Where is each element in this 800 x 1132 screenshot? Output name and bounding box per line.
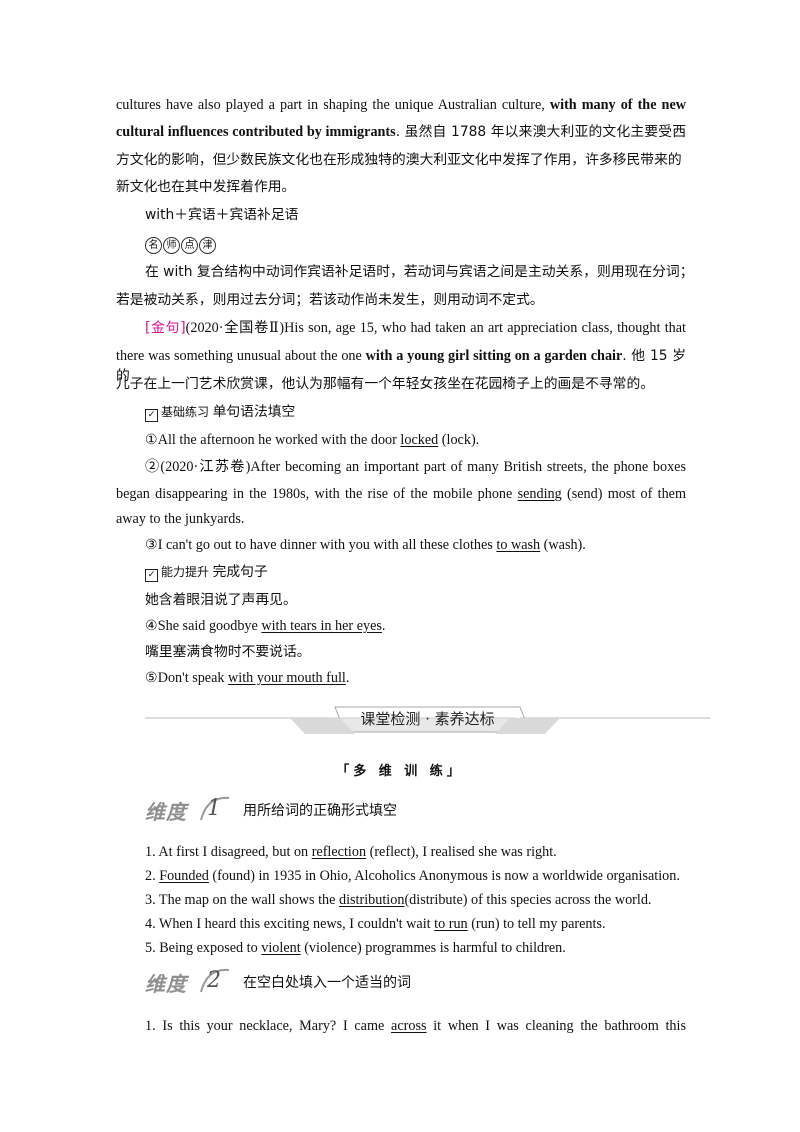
banner-title: 课堂检测 · 素养达标 [360, 710, 495, 728]
checkbox-icon: ✓ [145, 409, 158, 422]
text-run: (lock). [438, 432, 480, 448]
grammar-pattern: with＋宾语＋宾语补足语 [145, 207, 299, 223]
bold-text: with many of the new [549, 97, 686, 113]
mingshi-dianjin-label: 名师点津 [145, 234, 217, 254]
exercise-item: 1. At first I disagreed, but on reflecti… [145, 842, 557, 862]
text-run: cultures have also played a part in shap… [116, 97, 550, 113]
exercise-item: 3. The map on the wall shows the distrib… [145, 890, 651, 910]
answer-blank: sending [517, 486, 562, 502]
answer-blank: locked [400, 432, 439, 448]
text-run: (run) to tell my parents. [467, 916, 606, 932]
text-run: . [381, 618, 386, 634]
text-run: began disappearing in the 1980s, with th… [116, 486, 518, 502]
ability-header: ✓能力提升 完成句子 [145, 562, 268, 582]
section-tag: 能力提升 [161, 565, 210, 579]
text-run: ②(2020·江苏卷)After becoming an important p… [145, 459, 686, 475]
circled-char: 津 [199, 237, 216, 254]
dimension-swoosh-icon [200, 796, 230, 821]
text-run: 3. The map on the wall shows the [145, 892, 339, 908]
answer-blank: with tears in her eyes [261, 618, 382, 634]
text-run: 4. When I heard this exciting news, I co… [145, 916, 435, 932]
exercise-item: 2. Founded (found) in 1935 in Ohio, Alco… [145, 866, 680, 886]
chinese-prompt: 她含着眼泪说了声再见。 [145, 592, 297, 608]
answer-blank: Founded [159, 868, 209, 884]
circled-char: 师 [163, 237, 180, 254]
checkbox-icon: ✓ [145, 569, 158, 582]
golden-sentence-line: there was something unusual about the on… [116, 346, 686, 386]
text-run: 2. [145, 868, 160, 884]
dimension-2-header: 维度 2 在空白处填入一个适当的词 [145, 966, 465, 998]
circled-char: 点 [181, 237, 198, 254]
answer-blank: violent [261, 940, 301, 956]
text-run: 5. Being exposed to [145, 940, 262, 956]
dimension-label: 用所给词的正确形式填空 [243, 803, 397, 819]
paragraph-line: 新文化也在其中发挥着作用。 [116, 179, 296, 195]
bold-text: cultural influences contributed by immig… [116, 124, 396, 140]
chinese-prompt: 嘴里塞满食物时不要说话。 [145, 644, 311, 660]
section-title: 单句语法填空 [212, 404, 296, 420]
text-run: there was something unusual about the on… [116, 348, 366, 364]
answer-blank: with your mouth full [228, 670, 346, 686]
dimension-number: 2 [207, 968, 221, 993]
exercise-item: ④She said goodbye with tears in her eyes… [145, 616, 385, 636]
rule-line: 在 with 复合结构中动词作宾语补足语时，若动词与宾语之间是主动关系，则用现在… [145, 264, 694, 280]
exercise-item: began disappearing in the 1980s, with th… [116, 484, 686, 504]
section-banner: 课堂检测 · 素养达标 [140, 704, 715, 738]
golden-sentence-translation: 儿子在上一门艺术欣赏课，他认为那幅有一个年轻女孩坐在花园椅子上的画是不寻常的。 [116, 376, 655, 392]
basic-practice-header: ✓基础练习 单句语法填空 [145, 402, 295, 422]
section-title: 完成句子 [212, 564, 268, 580]
text-run: (distribute) of this species across the … [404, 892, 652, 908]
text-run: (2020·全国卷Ⅱ)His son, age 15, who had take… [185, 320, 686, 336]
answer-blank: across [391, 1018, 427, 1034]
text-run: (wash). [540, 537, 586, 553]
answer-blank: to wash [496, 537, 541, 553]
dimension-word: 维度 [145, 972, 187, 996]
text-run: ⑤Don't speak [145, 670, 229, 686]
exercise-item: 4. When I heard this exciting news, I co… [145, 914, 606, 934]
dimension-swoosh-icon [200, 968, 230, 993]
paragraph-line: cultures have also played a part in shap… [116, 95, 686, 115]
text-run: 1. At first I disagreed, but on [145, 844, 312, 860]
answer-blank: to run [434, 916, 468, 932]
dimension-word: 维度 [145, 800, 187, 824]
multi-dimension-heading: 「多 维 训 练」 [336, 764, 464, 779]
dimension-label: 在空白处填入一个适当的词 [243, 975, 411, 991]
exercise-item: ②(2020·江苏卷)After becoming an important p… [145, 457, 686, 477]
text-run: (violence) programmes is harmful to chil… [300, 940, 566, 956]
text-run: . [345, 670, 350, 686]
circled-char: 名 [145, 237, 162, 254]
dimension-1-header: 维度 1 用所给词的正确形式填空 [145, 794, 445, 826]
section-tag: 基础练习 [161, 405, 210, 419]
text-run: ④She said goodbye [145, 618, 262, 634]
paragraph-line: cultural influences contributed by immig… [116, 122, 686, 142]
exercise-item: away to the junkyards. [116, 511, 245, 527]
text-run: . 他 15 岁的 [116, 348, 686, 384]
exercise-item: 5. Being exposed to violent (violence) p… [145, 938, 566, 958]
golden-sentence-line: [金句](2020·全国卷Ⅱ)His son, age 15, who had … [145, 318, 686, 338]
exercise-item: 1. Is this your necklace, Mary? I came a… [145, 1016, 686, 1036]
text-run: (reflect), I realised she was right. [366, 844, 557, 860]
text-run: 1. Is this your necklace, Mary? I came [145, 1018, 392, 1034]
text-run: (found) in 1935 in Ohio, Alcoholics Anon… [208, 868, 680, 884]
answer-blank: distribution [339, 892, 405, 908]
text-run: it when I was cleaning the bathroom this [426, 1018, 686, 1034]
text-run: ①All the afternoon he worked with the do… [145, 432, 401, 448]
exercise-item: ③I can't go out to have dinner with you … [145, 535, 586, 555]
text-run: . 虽然自 1788 年以来澳大利亚的文化主要受西 [395, 124, 686, 140]
golden-sentence-tag: [金句] [145, 320, 186, 336]
exercise-item: ①All the afternoon he worked with the do… [145, 430, 479, 450]
bold-text: with a young girl sitting on a garden ch… [365, 348, 623, 364]
text-run: ③I can't go out to have dinner with you … [145, 537, 497, 553]
banner-decoration [145, 706, 710, 734]
dimension-number: 1 [207, 796, 221, 821]
text-run: (send) most of them [561, 486, 686, 502]
paragraph-line: 方文化的影响，但少数民族文化也在形成独特的澳大利亚文化中发挥了作用，许多移民带来… [116, 152, 682, 168]
rule-line: 若是被动关系，则用过去分词；若该动作尚未发生，则用动词不定式。 [116, 292, 544, 308]
exercise-item: ⑤Don't speak with your mouth full. [145, 668, 349, 688]
answer-blank: reflection [311, 844, 367, 860]
